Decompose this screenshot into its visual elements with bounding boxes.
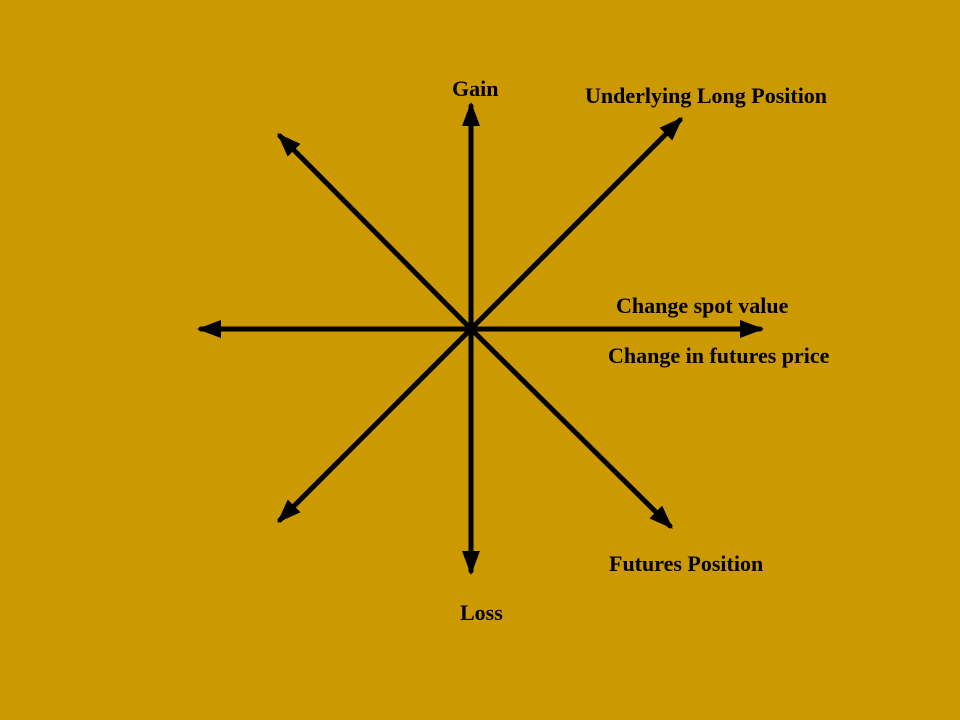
underlying-long-position-label: Underlying Long Position [585, 83, 828, 108]
futures-position-label: Futures Position [609, 551, 764, 576]
change-spot-value-label: Change spot value [616, 293, 789, 318]
gain-label: Gain [452, 76, 499, 101]
lower-left-arrow [277, 326, 474, 523]
loss-label: Loss [460, 600, 503, 625]
underlying-long-position-arrow [468, 117, 683, 332]
futures-position-arrow [468, 326, 673, 529]
upper-left-arrow [277, 133, 474, 332]
change-in-futures-price-label: Change in futures price [608, 343, 830, 368]
